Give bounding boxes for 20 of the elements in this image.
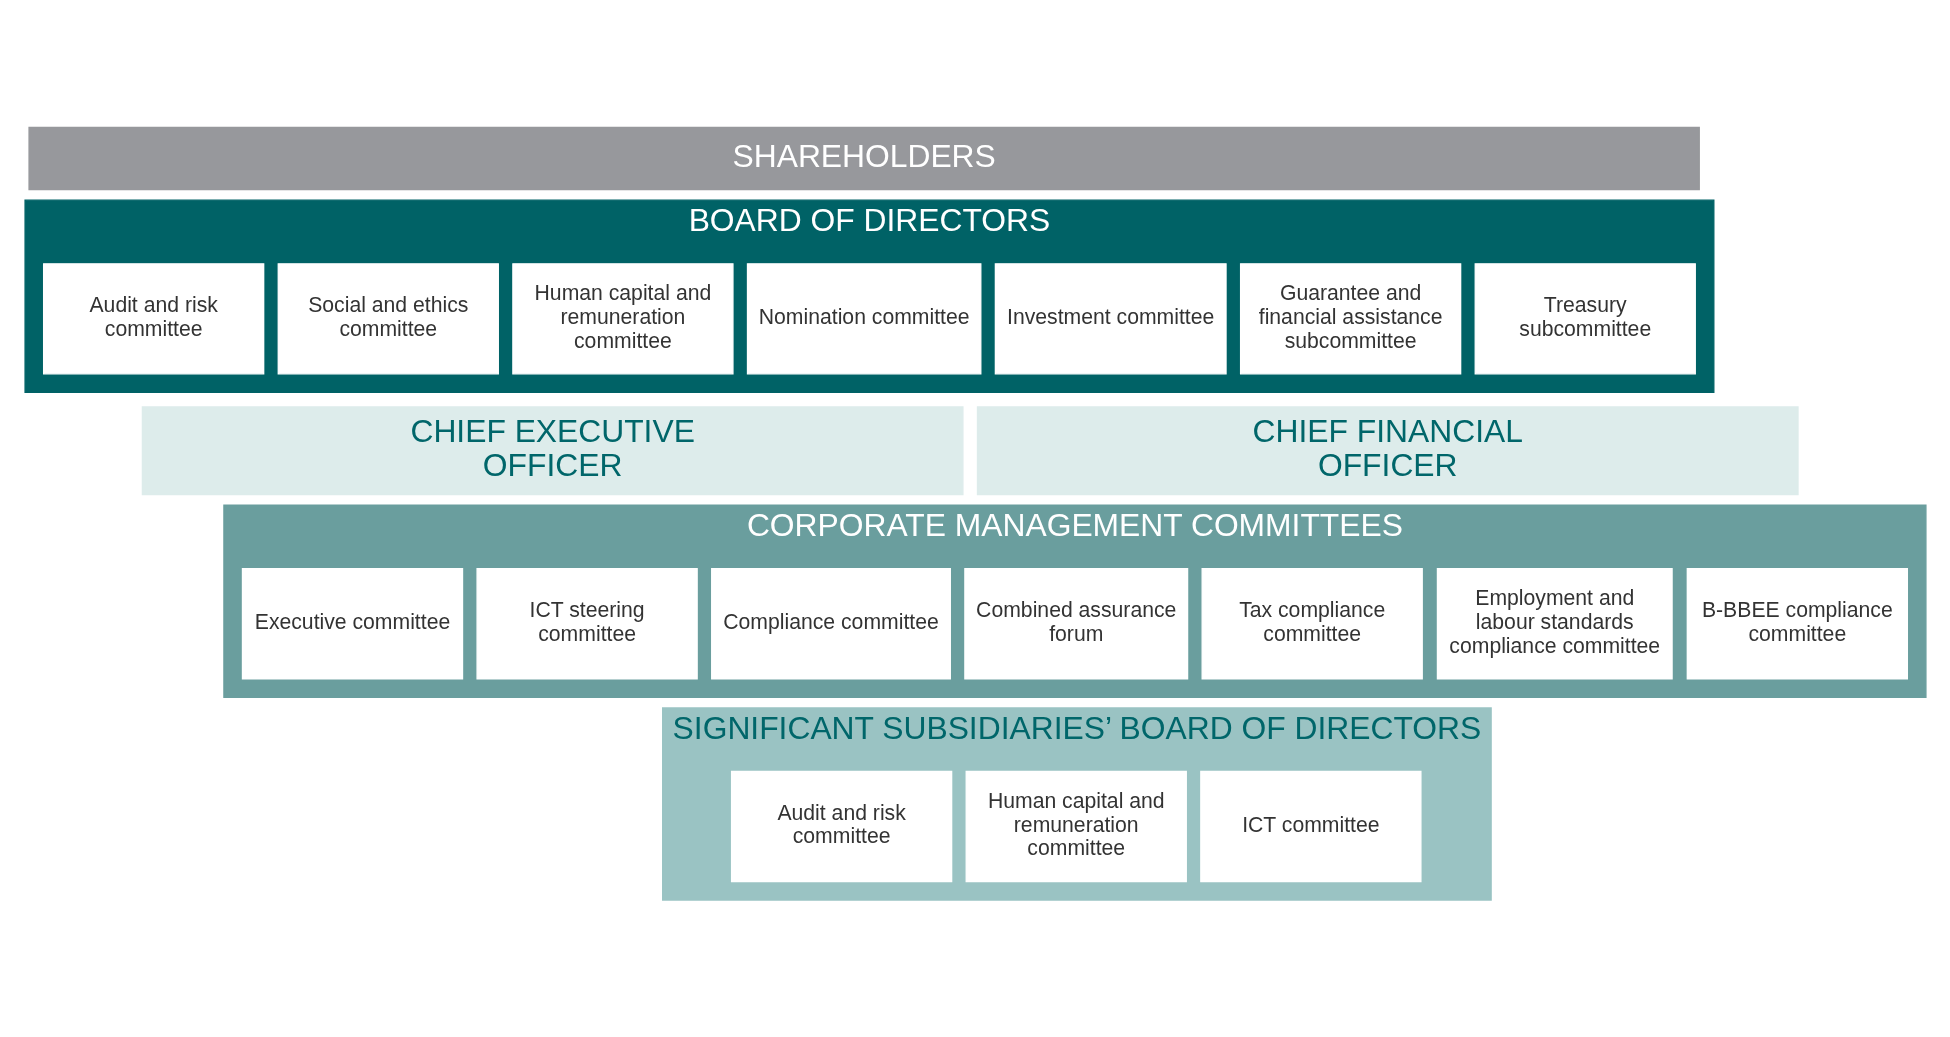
node-box: Executive committee: [241, 567, 463, 679]
node-box: ICT steering committee: [475, 567, 698, 679]
node-box: Human capital and remuneration committee: [965, 770, 1187, 882]
node-box: SHAREHOLDERS: [27, 126, 1700, 190]
node-box: Human capital and remuneration committee: [511, 262, 734, 374]
node-box: Nomination committee: [746, 262, 981, 374]
node-box: Investment committee: [994, 262, 1227, 374]
node-box: Treasury subcommittee: [1474, 262, 1696, 374]
node-box: Audit and risk committee: [42, 262, 264, 374]
node-box: Tax compliance committee: [1201, 567, 1423, 679]
node-box: Social and ethics committee: [277, 262, 499, 374]
node-box: Combined assurance forum: [963, 567, 1188, 679]
node-box: CHIEF FINANCIAL OFFICER: [976, 405, 1799, 495]
node-box: CHIEF EXECUTIVE OFFICER: [141, 405, 964, 495]
node-box: Guarantee and financial assistance subcommittee: [1239, 262, 1461, 374]
node-box: Compliance committee: [710, 567, 951, 679]
node-box: Employment and labour standards compliance committee: [1436, 567, 1673, 679]
node-box: ICT committee: [1199, 770, 1422, 882]
node-box: B-BBEE compliance committee: [1686, 567, 1908, 679]
node-box: Audit and risk committee: [730, 770, 952, 882]
